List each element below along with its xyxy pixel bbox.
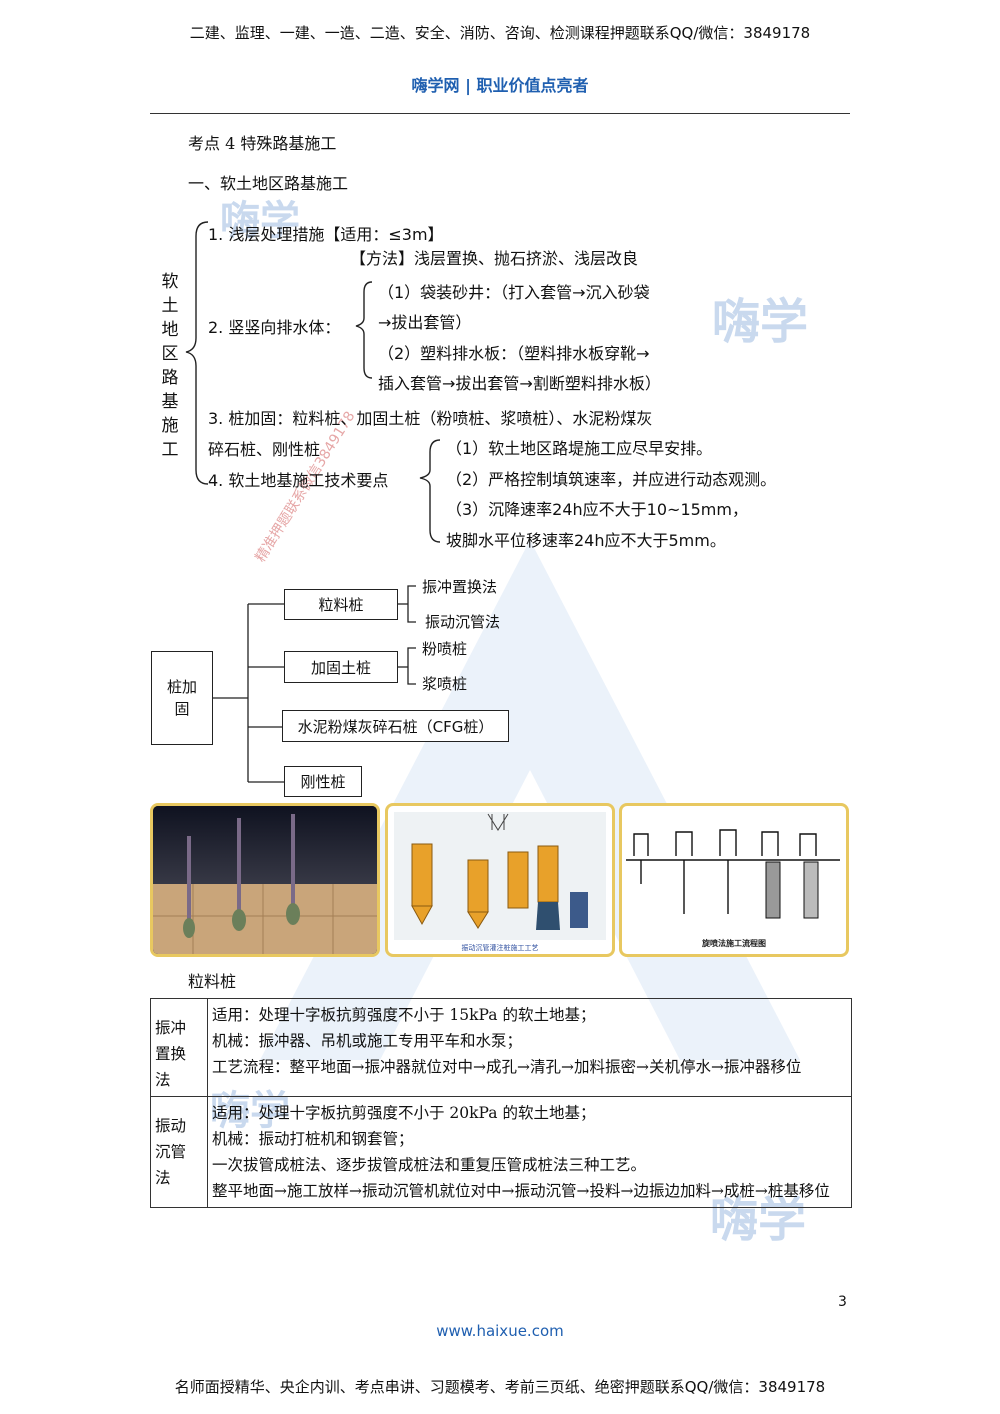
mindmap-item2-sub2a: （2）塑料排水板：（塑料排水板穿靴→	[378, 344, 650, 363]
tree-root-label: 桩加固	[166, 678, 197, 718]
mindmap-item2: 2. 竖竖向排水体：	[208, 318, 341, 337]
table-row: 振动沉管法 适用：处理十字板抗剪强度不小于 20kPa 的软土地基； 机械：振动…	[150, 1096, 852, 1208]
row1-label-text: 振冲置换法	[155, 1019, 187, 1089]
mindmap-item4-sub3b: 坡脚水平位移速率24h应不大于5mm。	[446, 531, 726, 550]
row2-label-text: 振动沉管法	[155, 1117, 187, 1187]
row2-line4: 整平地面→施工放样→振动沉管机就位对中→振动沉管→投料→边振边加料→成桩→桩基移…	[212, 1182, 830, 1200]
mindmap-item4-sub1: （1）软土地区路堤施工应尽早安排。	[446, 439, 713, 458]
tree-root-box: 桩加固	[151, 651, 213, 745]
table-row: 振冲置换法 适用：处理十字板抗剪强度不小于 15kPa 的软土地基； 机械：振冲…	[150, 998, 852, 1097]
mindmap-braces	[185, 221, 441, 543]
mindmap-item4-sub3a: （3）沉降速率24h应不大于10~15mm，	[446, 500, 748, 519]
footer-url-link[interactable]: www.haixue.com	[436, 1322, 564, 1340]
top-banner: 二建、监理、一建、一造、二造、安全、消防、咨询、检测课程押题联系QQ/微信：38…	[189, 24, 811, 42]
row1-line1: 适用：处理十字板抗剪强度不小于 15kPa 的软土地基；	[212, 1006, 596, 1024]
row2-label: 振动沉管法	[150, 1096, 208, 1208]
mindmap-item3a: 3. 桩加固：粒料桩、加固土桩（粉喷桩、浆喷桩）、水泥粉煤灰	[208, 409, 653, 428]
tree-connectors	[213, 585, 416, 783]
mindmap-item1: 1. 浅层处理措施【适用：≤3m】	[208, 225, 444, 244]
page-number: 3	[838, 1294, 847, 1310]
mindmap-item4: 4. 软土地基施工技术要点	[208, 471, 389, 490]
row1-line2: 机械：振冲器、吊机或施工专用平车和水泵；	[212, 1032, 523, 1050]
row2-line1: 适用：处理十字板抗剪强度不小于 20kPa 的软土地基；	[212, 1104, 596, 1122]
row2-line3: 一次拔管成桩法、逐步拔管成桩法和重复压管成桩法三种工艺。	[212, 1156, 647, 1174]
mindmap-root: 软土地区路基施工	[160, 270, 180, 462]
watermark-logo-mid: 嗨学	[712, 294, 809, 350]
tree-branch-cfg-pile: 水泥粉煤灰碎石桩（CFG桩）	[282, 710, 509, 742]
bottom-banner: 名师面授精华、央企内训、考点串讲、习题模考、考前三页纸、绝密押题联系QQ/微信：…	[174, 1378, 826, 1396]
row1-line3: 工艺流程：整平地面→振冲器就位对中→成孔→清孔→加料振密→关机停水→振冲器移位	[212, 1058, 802, 1076]
header-divider	[150, 113, 850, 114]
tree-leaf-slurry-jet-pile: 浆喷桩	[422, 675, 468, 693]
mindmap-item4-sub2: （2）严格控制填筑速率，并应进行动态观测。	[446, 470, 777, 489]
tree-branch-granular-pile: 粒料桩	[284, 589, 398, 620]
watermark-logo-top: 嗨学	[220, 198, 300, 244]
mindmap-item1-method: 【方法】浅层置换、抛石挤淤、浅层改良	[350, 249, 639, 268]
illustration-vibro-sinking-tube-process: 振动沉管灌注桩施工工艺	[385, 803, 615, 957]
mindmap-root-text: 软土地区路基施工	[161, 272, 179, 460]
table-caption: 粒料桩	[188, 972, 237, 991]
tree-branch-rigid-pile: 刚性桩	[284, 766, 362, 797]
row2-content: 适用：处理十字板抗剪强度不小于 20kPa 的软土地基； 机械：振动打桩机和钢套…	[207, 1096, 852, 1208]
illustration-jet-grouting-flowchart: 旋喷法施工流程图	[619, 803, 849, 957]
illustration3-caption: 旋喷法施工流程图	[701, 938, 766, 948]
tree-leaf-powder-jet-pile: 粉喷桩	[422, 640, 468, 658]
row1-content: 适用：处理十字板抗剪强度不小于 15kPa 的软土地基； 机械：振冲器、吊机或施…	[207, 998, 852, 1097]
tree-branch-reinforced-soil-pile: 加固土桩	[284, 651, 398, 683]
section-subtitle: 一、软土地区路基施工	[188, 174, 349, 193]
section-title: 考点 4 特殊路基施工	[188, 134, 337, 153]
brand-line[interactable]: 嗨学网 | 职业价值点亮者	[411, 76, 589, 95]
illustration2-caption: 振动沉管灌注桩施工工艺	[462, 943, 539, 952]
illustration-piles-in-soil	[150, 803, 380, 957]
mindmap-item2-sub1b: →拔出套管）	[378, 313, 472, 332]
row1-label: 振冲置换法	[150, 998, 208, 1097]
tree-leaf-vibro-sinking-tube: 振动沉管法	[425, 613, 501, 631]
mindmap-item3b: 碎石桩、刚性桩	[208, 440, 321, 459]
row2-line2: 机械：振动打桩机和钢套管；	[212, 1130, 414, 1148]
mindmap-item2-sub2b: 插入套管→拔出套管→割断塑料排水板）	[378, 374, 661, 393]
granular-pile-table: 振冲置换法 适用：处理十字板抗剪强度不小于 15kPa 的软土地基； 机械：振冲…	[150, 998, 852, 1208]
mindmap-item2-sub1a: （1）袋装砂井：（打入套管→沉入砂袋	[378, 283, 650, 302]
tree-leaf-vibro-replacement: 振冲置换法	[422, 578, 498, 596]
